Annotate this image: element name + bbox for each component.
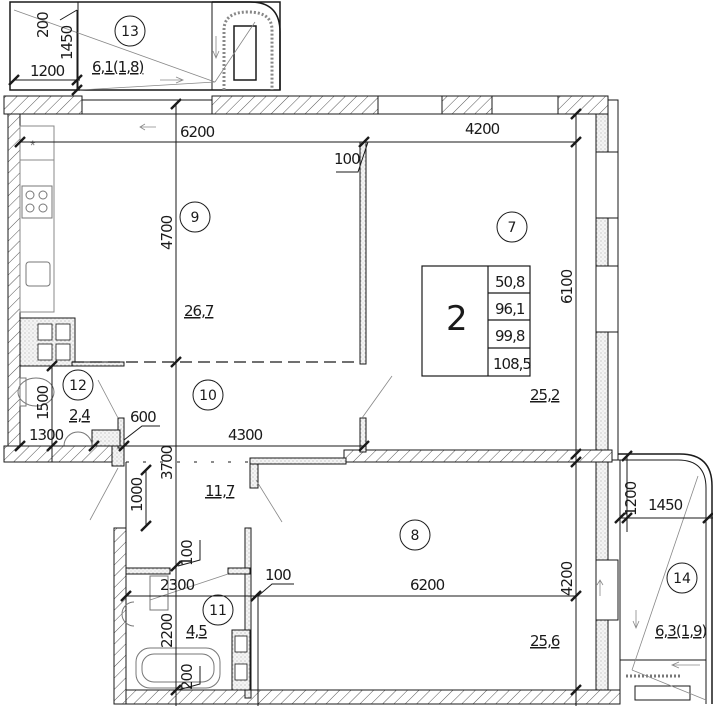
room-area-11: 4,5 bbox=[186, 622, 207, 640]
room-number-7: 7 bbox=[508, 220, 517, 236]
dim-1000: 1000 bbox=[128, 477, 146, 512]
area-total-full: 108,5 bbox=[493, 355, 531, 373]
dim-4300: 4300 bbox=[228, 426, 263, 444]
arrows bbox=[139, 123, 604, 596]
dim-100-top: 100 bbox=[334, 150, 360, 168]
dim-6200-top: 6200 bbox=[180, 123, 215, 141]
room-area-14: 6,3(1,9) bbox=[655, 622, 707, 640]
dim-6100: 6100 bbox=[558, 269, 576, 304]
dimension-ticks bbox=[8, 74, 713, 696]
room-number-12: 12 bbox=[69, 378, 87, 394]
dim-4200-right: 4200 bbox=[558, 561, 576, 596]
dim-6200-bottom: 6200 bbox=[410, 576, 445, 594]
area-total: 96,1 bbox=[495, 300, 525, 318]
dim-600: 600 bbox=[130, 408, 156, 426]
dim-1300: 1300 bbox=[29, 426, 64, 444]
room-number-9: 9 bbox=[191, 210, 200, 226]
svg-text:*: * bbox=[30, 137, 36, 153]
room-area-7: 25,2 bbox=[530, 386, 560, 404]
balcony-14 bbox=[618, 453, 713, 704]
room-markers bbox=[62, 15, 698, 626]
dim-1500: 1500 bbox=[34, 385, 52, 420]
dim-200-top: 200 bbox=[34, 12, 52, 38]
areas-table: 2 50,8 96,1 99,8 108,5 bbox=[421, 265, 532, 377]
dim-4200-top: 4200 bbox=[465, 120, 500, 138]
dim-1450-right: 1450 bbox=[648, 496, 683, 514]
bathroom-fixtures bbox=[17, 377, 221, 689]
room-number-13: 13 bbox=[121, 24, 139, 40]
dim-2300: 2300 bbox=[160, 576, 195, 594]
dim-100-mid: 100 bbox=[178, 540, 196, 566]
room-number-10: 10 bbox=[199, 388, 217, 404]
dim-100-right: 100 bbox=[265, 566, 291, 584]
dim-4700: 4700 bbox=[158, 215, 176, 250]
leader-lines bbox=[59, 9, 369, 691]
room-area-8: 25,6 bbox=[530, 632, 560, 650]
balcony-13 bbox=[9, 1, 281, 91]
dimension-lines bbox=[14, 10, 713, 706]
room-area-13: 6,1(1,8) bbox=[92, 58, 144, 76]
dim-1200-right: 1200 bbox=[622, 481, 640, 516]
area-total-with-balcony-coef: 99,8 bbox=[495, 327, 525, 345]
area-living: 50,8 bbox=[495, 273, 525, 291]
room-number-14: 14 bbox=[673, 571, 691, 587]
room-area-9: 26,7 bbox=[184, 302, 214, 320]
dim-2200: 2200 bbox=[158, 613, 176, 648]
kitchen-counter: * bbox=[19, 125, 55, 313]
room-area-10: 11,7 bbox=[205, 482, 235, 500]
dim-1450-top: 1450 bbox=[58, 25, 76, 60]
room-area-12: 2,4 bbox=[69, 406, 90, 424]
room-number-11: 11 bbox=[209, 603, 227, 619]
exterior-walls bbox=[3, 95, 621, 705]
dim-200-bottom: 200 bbox=[178, 664, 196, 690]
dim-3700: 3700 bbox=[158, 445, 176, 480]
room-number-8: 8 bbox=[411, 528, 420, 544]
apartment-type: 2 bbox=[446, 299, 468, 339]
dim-1200-top: 1200 bbox=[30, 62, 65, 80]
